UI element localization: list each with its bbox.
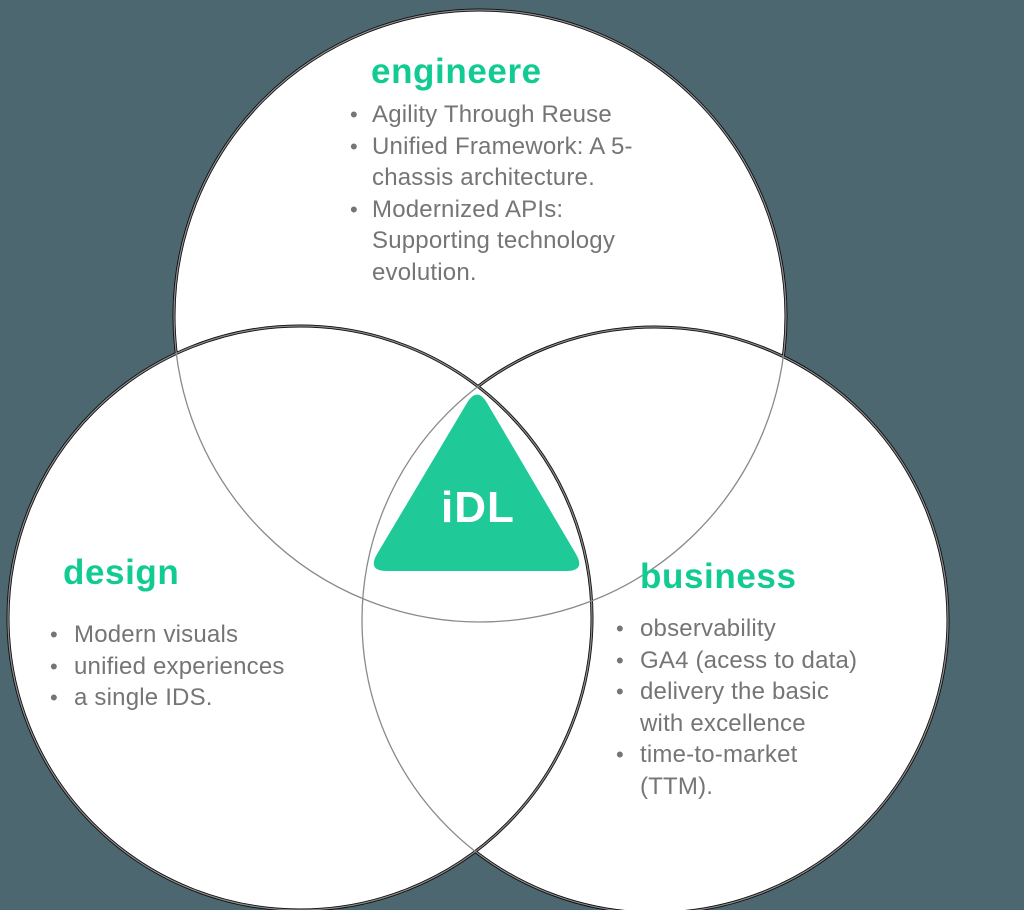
circle-design-arc	[7, 325, 593, 910]
bullet-text: chassis architecture.	[372, 164, 595, 192]
bullet-text: observability	[640, 615, 776, 642]
bullet-item: • Modern visuals	[50, 619, 285, 651]
bullet-indent	[350, 162, 372, 194]
bullet-item-continuation: Supporting technology	[350, 225, 633, 257]
design-bullet-list: • Modern visuals • unified experiences •…	[50, 619, 285, 714]
center-triangle	[373, 394, 580, 571]
bullet-text: a single IDS.	[74, 684, 213, 712]
bullet-text: GA4 (acess to data)	[640, 646, 858, 674]
bullet-text: time-to-market	[640, 741, 798, 769]
bullet-dot-icon: •	[50, 685, 58, 711]
bullet-item-continuation: (TTM).	[616, 771, 857, 803]
bullet-indent	[616, 708, 640, 740]
bullet-dot-icon: •	[350, 196, 358, 222]
circle-business-arc	[361, 326, 949, 910]
bullet-indent	[350, 257, 372, 289]
bullet-dot-icon: •	[616, 679, 624, 705]
bullet-dot-icon: •	[616, 647, 624, 673]
bullet-item-continuation: chassis architecture.	[350, 162, 633, 194]
bullet-item: • Modernized APIs:	[350, 194, 633, 226]
bullet-text: (TTM).	[640, 772, 714, 800]
bullet-text: unified experiences	[74, 652, 285, 680]
bullet-item-continuation: with excellence	[616, 708, 857, 740]
bullet-item: • delivery the basic	[616, 676, 857, 708]
engineering-bullet-list: • Agility Through Reuse • Unified Framew…	[350, 99, 633, 289]
bullet-dot-icon: •	[50, 622, 58, 647]
business-title: business	[640, 557, 797, 596]
business-bullet-list: • observability • GA4 (acess to data) • …	[616, 613, 857, 803]
center-label-idl: iDL	[441, 483, 515, 532]
engineering-title: engineere	[371, 52, 542, 91]
bullet-dot-icon: •	[616, 616, 624, 641]
bullet-item: • observability	[616, 613, 857, 645]
bullet-dot-icon: •	[350, 133, 358, 159]
bullet-item: • Agility Through Reuse	[350, 99, 633, 131]
bullet-dot-icon: •	[350, 102, 358, 127]
bullet-text: Unified Framework: A 5-	[372, 132, 633, 160]
circle-design	[6, 324, 594, 910]
bullet-indent	[616, 771, 640, 803]
bullet-dot-icon: •	[50, 653, 58, 679]
bullet-item: • Unified Framework: A 5-	[350, 131, 633, 163]
bullet-text: evolution.	[372, 258, 477, 286]
bullet-text: Supporting technology	[372, 227, 616, 255]
bullet-text: Modern visuals	[74, 621, 239, 648]
bullet-text: Agility Through Reuse	[372, 101, 612, 128]
design-title: design	[63, 553, 180, 592]
bullet-indent	[350, 225, 372, 257]
bullet-item-continuation: evolution.	[350, 257, 633, 289]
circle-engineering-arc	[173, 9, 787, 623]
bullet-item: • a single IDS.	[50, 682, 285, 714]
bullet-text: delivery the basic	[640, 678, 830, 706]
bullet-dot-icon: •	[616, 742, 624, 768]
bullet-text: with excellence	[640, 709, 806, 737]
bullet-item: • GA4 (acess to data)	[616, 645, 857, 677]
bullet-item: • unified experiences	[50, 651, 285, 683]
bullet-item: • time-to-market	[616, 739, 857, 771]
bullet-text: Modernized APIs:	[372, 195, 564, 223]
